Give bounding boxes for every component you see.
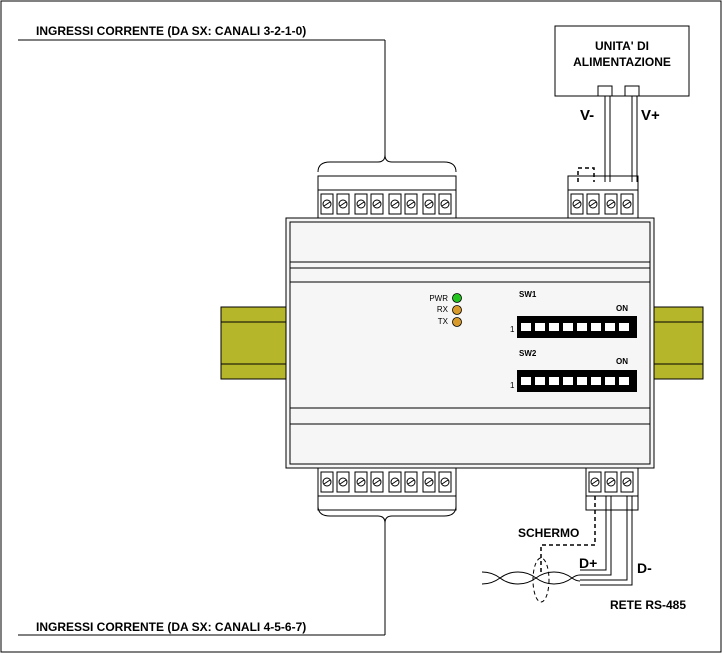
sw1-label: SW1	[519, 290, 537, 299]
d-plus-label: D+	[579, 555, 597, 571]
power-terminal-block	[567, 175, 639, 219]
d-minus-wire	[580, 496, 628, 581]
led-tx	[452, 317, 462, 327]
sw2-first-label: 1	[510, 381, 515, 390]
shield-label: SCHERMO	[518, 526, 579, 540]
led-indicators: PWR RX TX	[429, 293, 462, 327]
d-minus-label: D-	[637, 560, 652, 576]
top-inputs-brace	[317, 154, 457, 173]
sw1-on-label: ON	[616, 304, 628, 313]
network-label: RETE RS-485	[610, 598, 686, 612]
dip-switch-sw2: SW2 ON 1	[510, 349, 637, 392]
dip-switch-sw1: SW1 ON 1	[510, 290, 637, 338]
power-supply-unit	[554, 25, 690, 97]
shield-wire	[540, 496, 596, 575]
bottom-input-terminal-block	[317, 467, 457, 511]
v-plus-label: V+	[641, 107, 660, 124]
led-label-pwr: PWR	[429, 294, 448, 303]
v-minus-label: V-	[580, 107, 594, 124]
sw1-first-label: 1	[510, 325, 515, 334]
bottom-inputs-label: INGRESSI CORRENTE (DA SX: CANALI 4-5-6-7…	[36, 620, 306, 634]
module-body	[285, 217, 655, 469]
top-input-terminal-block	[317, 175, 457, 219]
d-plus-wire	[580, 496, 607, 571]
power-unit-label-2: ALIMENTAZIONE	[573, 55, 671, 69]
sw2-label: SW2	[519, 349, 537, 358]
led-label-rx: RX	[437, 305, 449, 314]
led-rx	[452, 305, 462, 315]
top-inputs-label: INGRESSI CORRENTE (DA SX: CANALI 3-2-1-0…	[36, 24, 306, 38]
shield-jumper	[577, 167, 595, 182]
twisted-pair-cable	[481, 557, 581, 603]
led-label-tx: TX	[438, 317, 449, 326]
power-unit-label-1: UNITA' DI	[595, 39, 649, 53]
sw2-on-label: ON	[616, 357, 628, 366]
led-pwr	[452, 293, 462, 303]
rs485-terminal-block	[585, 467, 639, 511]
din-rail-right	[647, 306, 704, 380]
